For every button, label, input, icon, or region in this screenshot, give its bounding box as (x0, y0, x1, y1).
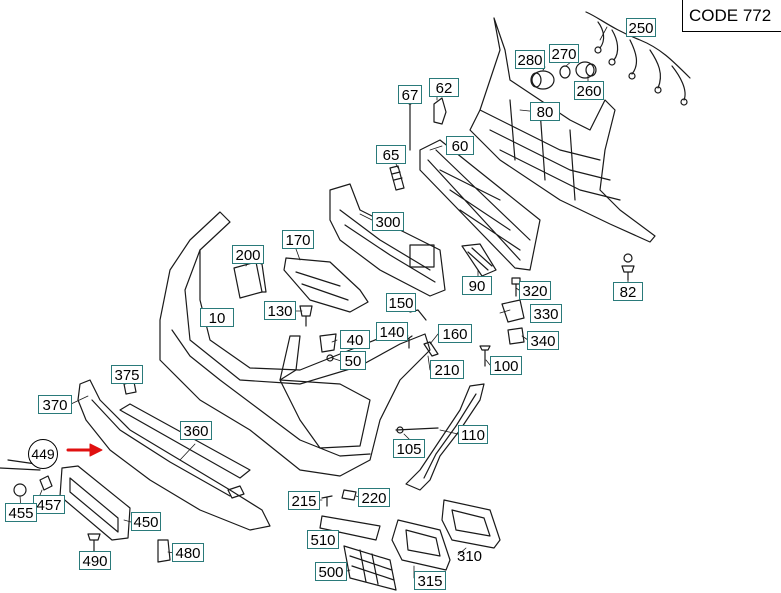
bracket-62 (433, 97, 447, 125)
part-label-449[interactable]: 449 (28, 439, 58, 469)
code-label: CODE 772 (682, 0, 781, 32)
part-label-270[interactable]: 270 (549, 44, 579, 63)
part-label-280[interactable]: 280 (515, 50, 545, 69)
part-label-450[interactable]: 450 (131, 512, 161, 531)
part-label-80[interactable]: 80 (530, 102, 560, 121)
part-label-82[interactable]: 82 (613, 282, 643, 301)
part-label-100[interactable]: 100 (490, 356, 522, 375)
part-label-310[interactable]: 310 (457, 548, 483, 565)
trim-strip-510 (319, 515, 381, 541)
part-label-67[interactable]: 67 (398, 85, 422, 104)
part-label-62[interactable]: 62 (429, 78, 459, 97)
grille-insert-90 (461, 243, 497, 277)
bracket-480 (157, 539, 171, 563)
parking-sensors (530, 61, 597, 90)
clip-455 (13, 483, 27, 497)
clip-340 (507, 327, 525, 345)
part-label-340[interactable]: 340 (527, 331, 559, 350)
screw-490 (87, 533, 101, 553)
bracket-330 (501, 299, 525, 323)
bracket-40 (319, 333, 337, 353)
bumper-cover-10 (159, 211, 431, 477)
bezel-315 (391, 519, 451, 571)
part-label-140[interactable]: 140 (376, 322, 408, 341)
part-label-10[interactable]: 10 (200, 308, 234, 327)
rivet-105 (395, 426, 439, 434)
bezel-310 (441, 499, 501, 549)
part-label-105[interactable]: 105 (393, 439, 425, 458)
side-bracket-110 (405, 383, 485, 491)
license-plate-450 (59, 465, 131, 541)
part-label-360[interactable]: 360 (180, 421, 212, 440)
grille-500 (343, 545, 397, 591)
indicator-arrow (66, 443, 103, 457)
part-label-200[interactable]: 200 (232, 245, 264, 264)
part-label-160[interactable]: 160 (438, 324, 472, 343)
part-160 (423, 341, 439, 357)
part-label-130[interactable]: 130 (264, 301, 296, 320)
part-label-220[interactable]: 220 (358, 488, 390, 507)
part-label-490[interactable]: 490 (79, 551, 111, 570)
part-label-320[interactable]: 320 (519, 281, 551, 300)
part-label-40[interactable]: 40 (340, 330, 370, 349)
screw-82 (621, 253, 635, 281)
lip-spoiler-370 (77, 379, 271, 531)
module-200 (233, 261, 267, 299)
part-label-315[interactable]: 315 (414, 571, 446, 590)
part-label-110[interactable]: 110 (458, 425, 488, 444)
absorber-170 (283, 257, 369, 313)
rivet-100 (479, 345, 491, 367)
part-label-50[interactable]: 50 (340, 351, 366, 370)
screw-215 (321, 495, 333, 507)
clip-457 (39, 475, 53, 491)
grille-60 (419, 139, 541, 271)
part-label-170[interactable]: 170 (282, 230, 314, 249)
clip-130 (299, 305, 313, 327)
part-label-300[interactable]: 300 (372, 212, 404, 231)
part-label-375[interactable]: 375 (111, 365, 143, 384)
wiring-harness-250 (585, 11, 691, 106)
absorber-300 (329, 183, 446, 297)
part-label-60[interactable]: 60 (446, 136, 474, 155)
part-label-90[interactable]: 90 (462, 276, 492, 295)
part-label-260[interactable]: 260 (574, 81, 604, 100)
clip-220 (341, 489, 357, 501)
part-label-215[interactable]: 215 (288, 491, 320, 510)
vent-65 (389, 165, 405, 191)
part-label-150[interactable]: 150 (386, 293, 416, 312)
part-label-210[interactable]: 210 (430, 360, 464, 379)
strip-360 (119, 403, 251, 499)
part-label-480[interactable]: 480 (172, 543, 204, 562)
part-label-455[interactable]: 455 (5, 503, 37, 522)
part-label-65[interactable]: 65 (376, 145, 406, 164)
part-label-370[interactable]: 370 (38, 395, 72, 414)
part-label-250[interactable]: 250 (626, 18, 656, 37)
part-label-500[interactable]: 500 (315, 562, 347, 581)
part-label-457[interactable]: 457 (33, 495, 65, 514)
part-label-330[interactable]: 330 (530, 304, 562, 323)
part-label-510[interactable]: 510 (307, 530, 339, 549)
